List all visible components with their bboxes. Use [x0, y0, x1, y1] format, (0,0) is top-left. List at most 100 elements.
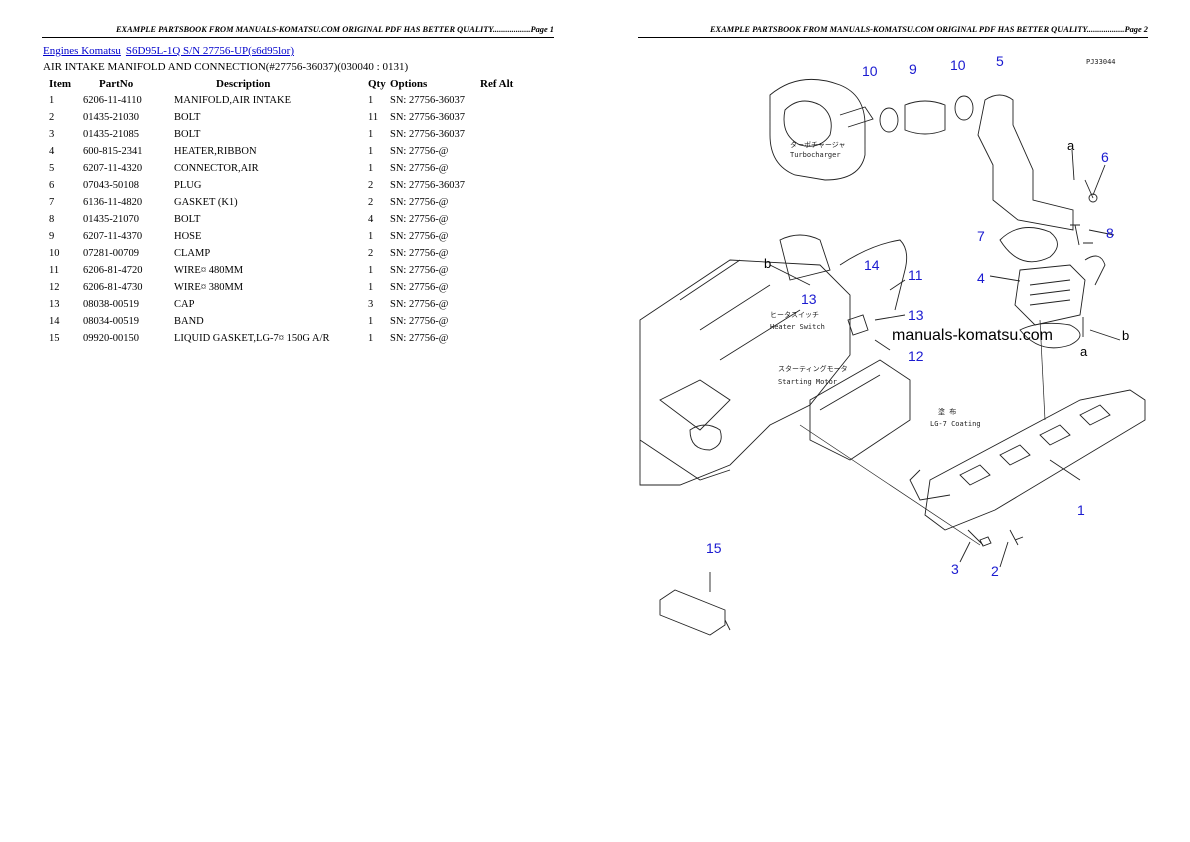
table-row: 13 08038-00519 CAP 3 SN: 27756-@: [43, 296, 530, 313]
starting-motor-label: Starting Motor: [778, 378, 837, 386]
cell-description: CAP: [174, 299, 195, 310]
cell-item: 13: [49, 299, 60, 310]
cell-description: PLUG: [174, 180, 202, 191]
breadcrumb-link-engines[interactable]: Engines Komatsu: [43, 45, 121, 57]
cell-partno: 6136-11-4820: [83, 197, 143, 208]
cell-item: 10: [49, 248, 60, 259]
cell-description: WIRE¤ 380MM: [174, 282, 244, 293]
cell-options: SN: 27756-@: [390, 299, 449, 310]
cell-options: SN: 27756-36037: [390, 95, 465, 106]
cell-item: 4: [49, 146, 55, 157]
diagram-code: PJ33044: [1086, 58, 1116, 66]
callout-11: 11: [908, 267, 923, 283]
col-header-item: Item: [49, 78, 71, 90]
cell-refalt: [480, 194, 530, 211]
cell-qty: 1: [368, 333, 374, 344]
cell-partno: 6207-11-4320: [83, 163, 143, 174]
cell-refalt: [480, 330, 530, 347]
cell-qty: 2: [368, 197, 374, 208]
cell-refalt: [480, 313, 530, 330]
cell-description: BOLT: [174, 112, 201, 123]
heater-switch-drawing: [847, 314, 869, 336]
cell-options: SN: 27756-36037: [390, 180, 465, 191]
callout-1: 1: [1077, 502, 1085, 518]
cell-options: SN: 27756-@: [390, 333, 449, 344]
cell-qty: 2: [368, 248, 374, 259]
callout-14: 14: [864, 257, 880, 273]
cell-item: 7: [49, 197, 55, 208]
cell-partno: 6206-81-4720: [83, 265, 143, 276]
cell-partno: 600-815-2341: [83, 146, 143, 157]
page-header-1: EXAMPLE PARTSBOOK FROM MANUALS-KOMATSU.C…: [42, 25, 554, 38]
cell-item: 3: [49, 129, 55, 140]
cell-qty: 4: [368, 214, 374, 225]
ref-letter-a-bottom: a: [1080, 344, 1088, 359]
cell-partno: 01435-21070: [83, 214, 139, 225]
cell-refalt: [480, 245, 530, 262]
cell-options: SN: 27756-36037: [390, 129, 465, 140]
cell-item: 2: [49, 112, 55, 123]
cell-partno: 08038-00519: [83, 299, 139, 310]
cell-description: MANIFOLD,AIR INTAKE: [174, 95, 291, 106]
gasket-7-drawing: [999, 227, 1058, 263]
cell-refalt: [480, 92, 530, 109]
cell-qty: 1: [368, 282, 374, 293]
col-header-partno: PartNo: [99, 78, 134, 90]
turbocharger-label-jp: ターボチャージャ: [790, 140, 845, 149]
callout-4: 4: [977, 270, 985, 286]
liquid-gasket-tube-drawing: [659, 572, 731, 636]
bolt-8-drawing: [1070, 224, 1080, 246]
page-header-2: EXAMPLE PARTSBOOK FROM MANUALS-KOMATSU.C…: [638, 25, 1148, 38]
callout-5: 5: [996, 53, 1004, 69]
callout-7: 7: [977, 228, 985, 244]
cell-item: 8: [49, 214, 55, 225]
heater-switch-label: Heater Switch: [770, 323, 825, 331]
cell-qty: 1: [368, 163, 374, 174]
table-row: 8 01435-21070 BOLT 4 SN: 27756-@: [43, 211, 530, 228]
cell-item: 1: [49, 95, 55, 106]
callout-13a: 13: [801, 291, 817, 307]
callout-15: 15: [706, 540, 722, 556]
cell-qty: 3: [368, 299, 374, 310]
clamp-10b-drawing: [954, 95, 974, 121]
turbocharger-label: Turbocharger: [790, 151, 841, 159]
page-title: AIR INTAKE MANIFOLD AND CONNECTION(#2775…: [43, 61, 409, 73]
breadcrumb: Engines Komatsu S6D95L-1Q S/N 27756-UP(s6…: [43, 45, 294, 57]
cell-options: SN: 27756-@: [390, 214, 449, 225]
cell-item: 5: [49, 163, 55, 174]
manifold-1-drawing: [924, 389, 1146, 531]
watermark: manuals-komatsu.com: [892, 327, 1053, 344]
cell-description: BAND: [174, 316, 204, 327]
cell-qty: 1: [368, 95, 374, 106]
cell-options: SN: 27756-@: [390, 248, 449, 259]
cell-partno: 01435-21085: [83, 129, 139, 140]
cell-partno: 6207-11-4370: [83, 231, 143, 242]
cell-options: SN: 27756-@: [390, 265, 449, 276]
cell-refalt: [480, 279, 530, 296]
cell-description: BOLT: [174, 129, 201, 140]
cell-description: BOLT: [174, 214, 201, 225]
cell-description: HOSE: [174, 231, 202, 242]
cell-qty: 1: [368, 146, 374, 157]
cell-qty: 1: [368, 265, 374, 276]
callout-10b: 10: [950, 57, 966, 73]
parts-diagram: PJ33044 ターボチャージャ Turbocharger ヒータスイッチ He…: [639, 53, 1146, 636]
bolt-2-drawing: [1009, 529, 1024, 546]
cell-description: CLAMP: [174, 248, 211, 259]
callout-2: 2: [991, 563, 999, 579]
cell-partno: 6206-11-4110: [83, 95, 142, 106]
cell-refalt: [480, 296, 530, 313]
callout-9: 9: [909, 61, 917, 77]
cell-partno: 08034-00519: [83, 316, 139, 327]
cell-refalt: [480, 262, 530, 279]
breadcrumb-link-model[interactable]: S6D95L-1Q S/N 27756-UP(s6d95lor): [125, 45, 294, 57]
parts-table: Item PartNo Description Qty Options Ref …: [43, 76, 530, 347]
